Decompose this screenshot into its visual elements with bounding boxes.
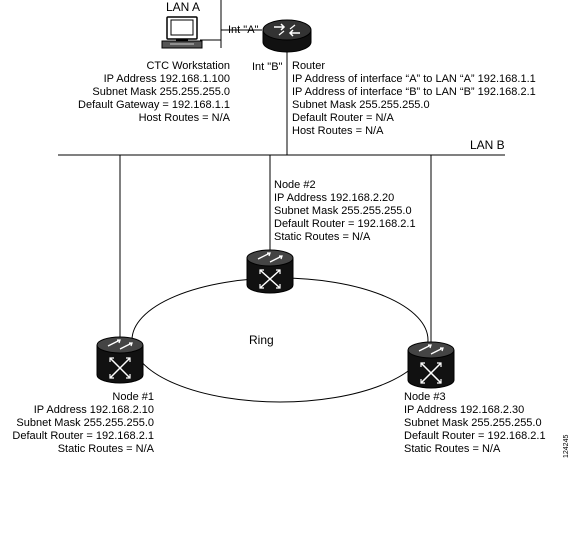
ring-ellipse (131, 277, 429, 403)
node3-info: Node #3 IP Address 192.168.2.30 Subnet M… (404, 391, 546, 456)
workstation-routes: Host Routes = N/A (138, 112, 230, 124)
router-default: Default Router = N/A (292, 112, 394, 124)
router-ip-a: IP Address of interface “A” to LAN “A” 1… (292, 73, 536, 85)
node2-ip: IP Address 192.168.2.20 (274, 192, 395, 204)
node1-routes: Static Routes = N/A (57, 443, 154, 455)
node1-mask: Subnet Mask 255.255.255.0 (16, 417, 154, 429)
node3-default: Default Router = 192.168.2.1 (404, 430, 546, 442)
node2-routes: Static Routes = N/A (274, 231, 371, 243)
workstation-name: CTC Workstation (146, 60, 230, 72)
router-name: Router (292, 60, 326, 72)
figure-id: 124245 (563, 434, 570, 458)
node3-icon (407, 341, 455, 389)
workstation-icon (161, 16, 203, 49)
node3-mask: Subnet Mask 255.255.255.0 (404, 417, 542, 429)
node1-info: Node #1 IP Address 192.168.2.10 Subnet M… (0, 391, 154, 456)
node3-ip: IP Address 192.168.2.30 (404, 404, 525, 416)
node1-name: Node #1 (112, 391, 154, 403)
node2-mask: Subnet Mask 255.255.255.0 (274, 205, 412, 217)
router-routes: Host Routes = N/A (292, 125, 384, 137)
workstation-ip: IP Address 192.168.1.100 (103, 73, 230, 85)
ring-label: Ring (249, 333, 274, 347)
node3-name: Node #3 (404, 391, 446, 403)
node1-default: Default Router = 192.168.2.1 (12, 430, 154, 442)
workstation-info: CTC Workstation IP Address 192.168.1.100… (10, 60, 230, 125)
router-ip-b: IP Address of interface “B” to LAN “B” 1… (292, 86, 536, 98)
workstation-mask: Subnet Mask 255.255.255.0 (92, 86, 230, 98)
node3-routes: Static Routes = N/A (404, 443, 501, 455)
int-b-label: Int "B" (252, 61, 283, 73)
router-icon (262, 19, 312, 53)
lan-b-label: LAN B (470, 138, 505, 152)
workstation-gateway: Default Gateway = 192.168.1.1 (78, 99, 230, 111)
node2-info: Node #2 IP Address 192.168.2.20 Subnet M… (274, 179, 416, 244)
int-a-label: Int "A" (228, 24, 259, 36)
node1-ip: IP Address 192.168.2.10 (33, 404, 154, 416)
router-info: Router IP Address of interface “A” to LA… (292, 60, 536, 138)
node2-default: Default Router = 192.168.2.1 (274, 218, 416, 230)
node2-name: Node #2 (274, 179, 316, 191)
router-mask: Subnet Mask 255.255.255.0 (292, 99, 430, 111)
lan-a-label: LAN A (166, 0, 201, 14)
node1-icon (96, 336, 144, 384)
node2-icon (246, 249, 294, 294)
